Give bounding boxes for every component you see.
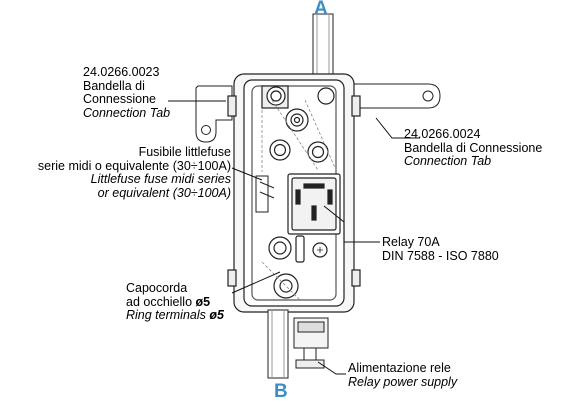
tab-right-code: 24.0266.0024 [404, 127, 481, 141]
ring-en-diameter: ø5 [209, 308, 224, 322]
connection-tab-left [195, 85, 233, 143]
tab-left-en: Connection Tab [83, 105, 171, 120]
relay-line2: DIN 7588 - ISO 7880 [382, 248, 499, 263]
top-cable [312, 13, 334, 79]
ring-it-line2: ad occhiello ø5 [126, 294, 224, 310]
tab-left-code: 24.0266.0023 [83, 65, 160, 79]
connector-b-label: B [274, 381, 288, 402]
connector-a-label: A [314, 0, 328, 19]
callout-ring-terminals: Capocorda ad occhiello ø5 Ring terminals… [126, 281, 224, 323]
tab-right-en: Connection Tab [404, 154, 492, 168]
ring-it-diameter: ø5 [195, 294, 211, 309]
ring-it-prefix: ad occhiello [126, 294, 196, 309]
fuse-en-line1: Littlefuse fuse midi series [90, 172, 231, 186]
relay-block [287, 173, 341, 235]
bottom-connector [267, 309, 329, 379]
callout-power-supply: Alimentazione rele Relay power supply [348, 361, 458, 389]
callout-fuse: Fusibile littlefuse serie midi o equival… [37, 145, 231, 200]
callout-tab-left: 24.0266.0023 Bandella di Connessione Con… [83, 65, 171, 120]
tab-left-it-line1: Bandella di [83, 78, 145, 93]
fuse-outline [261, 99, 337, 172]
lower-terminals [261, 235, 328, 301]
fuse-en-line2: or equivalent (30÷100A) [97, 185, 231, 200]
supply-en: Relay power supply [348, 374, 458, 389]
relay-line1: Relay 70A [382, 235, 440, 249]
tab-left-it-line2: Connessione [83, 92, 156, 106]
leader-lines [168, 100, 420, 375]
supply-it: Alimentazione rele [348, 361, 451, 375]
tab-right-it: Bandella di Connessione [404, 140, 543, 155]
connection-tab-right [349, 83, 441, 109]
ring-en-prefix: Ring terminals [126, 308, 210, 322]
callout-relay: Relay 70A DIN 7588 - ISO 7880 [382, 235, 499, 263]
fuse-it-line2: serie midi o equivalente (30÷100A) [37, 158, 231, 173]
fuse-it-line1: Fusibile littlefuse [138, 145, 231, 159]
ring-en-line: Ring terminals ø5 [126, 308, 224, 323]
ring-it-line1: Capocorda [126, 281, 188, 295]
callout-tab-right: 24.0266.0024 Bandella di Connessione Con… [404, 127, 543, 169]
upper-terminals [261, 85, 335, 163]
fuse-clip [255, 175, 275, 213]
